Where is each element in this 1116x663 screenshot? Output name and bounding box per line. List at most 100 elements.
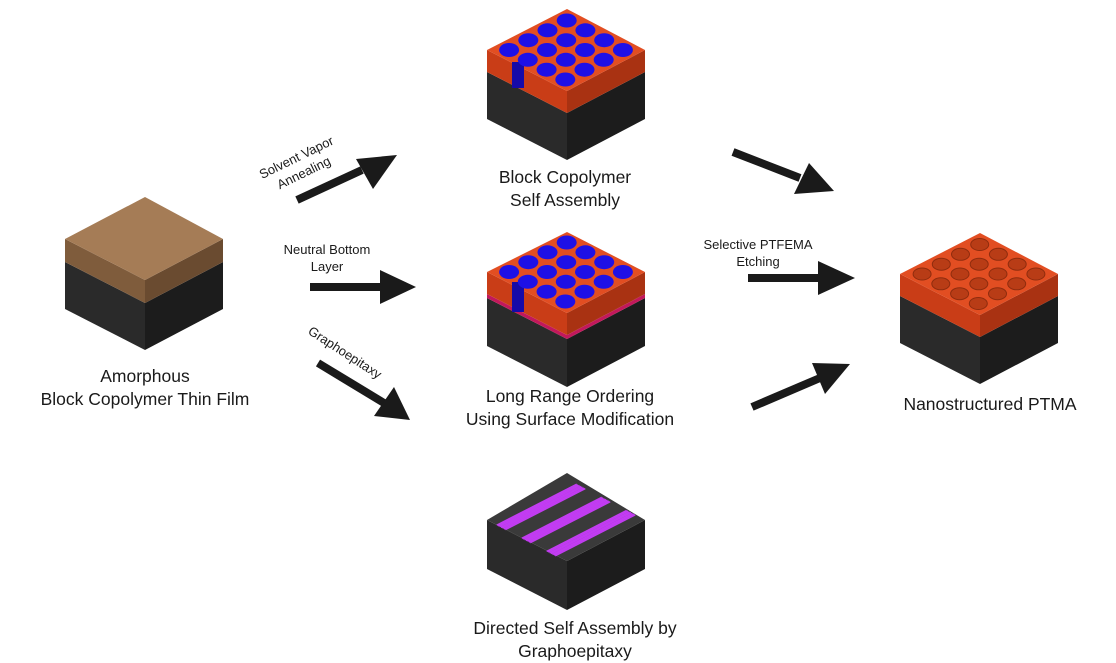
pore [950,267,970,281]
lamella-stripe [529,500,611,544]
bcp-left-face [900,274,980,337]
substrate-right-face [567,520,645,610]
label-line: Neutral Bottom [283,242,371,257]
cylinder-dot [555,52,576,67]
arrow-shaft [731,148,802,182]
cylinder-dot [593,274,614,289]
cylinder-dot [574,284,595,299]
film-right-face [145,239,223,303]
label-line: Nanostructured PTMA [903,394,1077,414]
pore [912,267,932,281]
label-line: Block Copolymer Thin Film [40,389,250,409]
label-line: Self Assembly [510,190,620,210]
cylinder-dot [499,43,520,57]
cylinder-dot [537,265,557,279]
cylinder-cross-section [512,62,524,88]
arrow-to-ptma-top [731,148,834,194]
lamella-stripe [552,512,633,556]
label-nanostructured-ptma: Nanostructured PTMA [885,393,1095,416]
lamella-stripe [553,513,635,556]
label-line: Selective PTFEMA [703,237,813,252]
pore [931,277,951,291]
cylinder-cross-section [512,282,524,312]
lamella-stripe [524,498,605,541]
cylinder-dot [575,43,595,57]
cylinder-dot [536,284,557,299]
cylinder-dot [537,245,558,260]
cylinder-dot [537,43,557,57]
arrow-head [812,363,850,394]
label-self-assembly: Block Copolymer Self Assembly [465,166,665,212]
label-line: Block Copolymer [498,167,632,187]
cylinder-dot [518,33,539,48]
pore [931,257,951,271]
arrow-head [818,261,855,295]
substrate-right-face [567,72,645,160]
pore [1007,277,1027,291]
label-selective-etching: Selective PTFEMA Etching [688,236,828,270]
film-left-face [65,239,145,303]
arrow-etching [748,261,855,295]
lamella-stripe [499,484,580,528]
bcp-top-face [900,233,1058,315]
lamella-stripe [554,514,636,557]
arrow-neutral-bottom [310,270,416,304]
neutral-layer-left [487,294,567,339]
cylinder-dot [556,33,577,48]
lamellae-stripes [496,483,636,557]
substrate-left-face [487,72,567,160]
bcp-right-face [567,50,645,113]
cylinder-dot [575,245,596,260]
substrate-left-face [65,262,145,350]
neutral-layer-right [567,294,645,339]
bcp-left-face [487,272,567,335]
cylinder-dot [517,52,538,67]
block-self-assembly [487,9,645,160]
pore [1026,267,1046,281]
cylinder-dot [594,33,615,48]
cylinder-dot [612,265,633,279]
arrow-graphoepitaxy [315,359,410,420]
pore [988,247,1008,261]
substrate-left-face [487,520,567,610]
cylinder-dot [555,72,576,87]
substrate-right-face [980,296,1058,384]
lamella-stripe [504,487,586,531]
lamella-stripe [550,511,632,555]
pore [988,287,1007,301]
bcp-top-face [487,232,645,313]
cylinder-dot [575,23,596,38]
cylinder-dot [555,274,576,289]
lamella-stripe [547,510,629,553]
arrow-shaft [295,166,364,204]
block-nanostructured-ptma [900,233,1058,384]
pore [988,267,1008,281]
arrow-head [380,270,416,304]
lamella-stripe [496,483,578,526]
arrow-head [794,163,834,194]
label-line: Etching [736,254,780,269]
lamella-stripe [528,500,610,543]
pore [970,238,990,251]
lamella-stripe [522,497,604,540]
label-directed-self-assembly: Directed Self Assembly by Graphoepitaxy [455,617,695,663]
cylinder-array [499,13,633,87]
lamella-stripe [497,484,579,527]
bcp-left-face [487,50,567,113]
cylinder-dot [593,52,614,67]
block-amorphous-film [65,197,223,350]
cylinder-dot [518,255,539,270]
cylinder-dot [556,235,577,250]
pore [950,287,970,301]
cylinder-array [499,235,633,309]
cylinder-dot [536,62,557,77]
label-line: Using Surface Modification [465,409,675,429]
cylinder-dot [499,265,520,279]
substrate-right-face [567,298,645,387]
bcp-top-face [487,9,645,91]
cylinder-dot [594,255,615,270]
cylinder-dot [612,43,633,57]
pore [969,277,989,291]
pore [1007,257,1027,271]
